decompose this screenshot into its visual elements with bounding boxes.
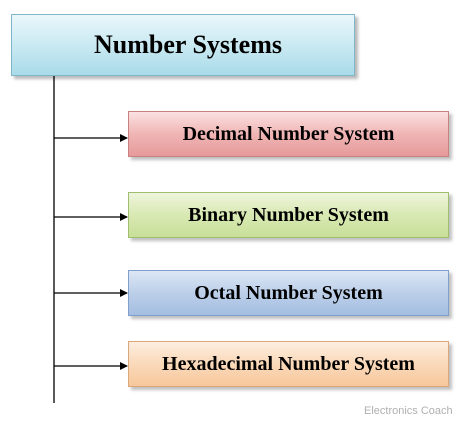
binary-node: Binary Number System (128, 192, 449, 238)
hexadecimal-node: Hexadecimal Number System (128, 341, 449, 387)
octal-node-label: Octal Number System (194, 281, 383, 304)
root-node-label: Number Systems (93, 30, 283, 59)
decimal-node: Decimal Number System (128, 111, 449, 157)
binary-node-label: Binary Number System (188, 203, 389, 226)
hexadecimal-node-label: Hexadecimal Number System (162, 352, 415, 375)
octal-node: Octal Number System (128, 270, 449, 316)
decimal-node-label: Decimal Number System (182, 122, 395, 145)
root-node: Number Systems (11, 14, 355, 76)
watermark: Electronics Coach (364, 405, 453, 417)
